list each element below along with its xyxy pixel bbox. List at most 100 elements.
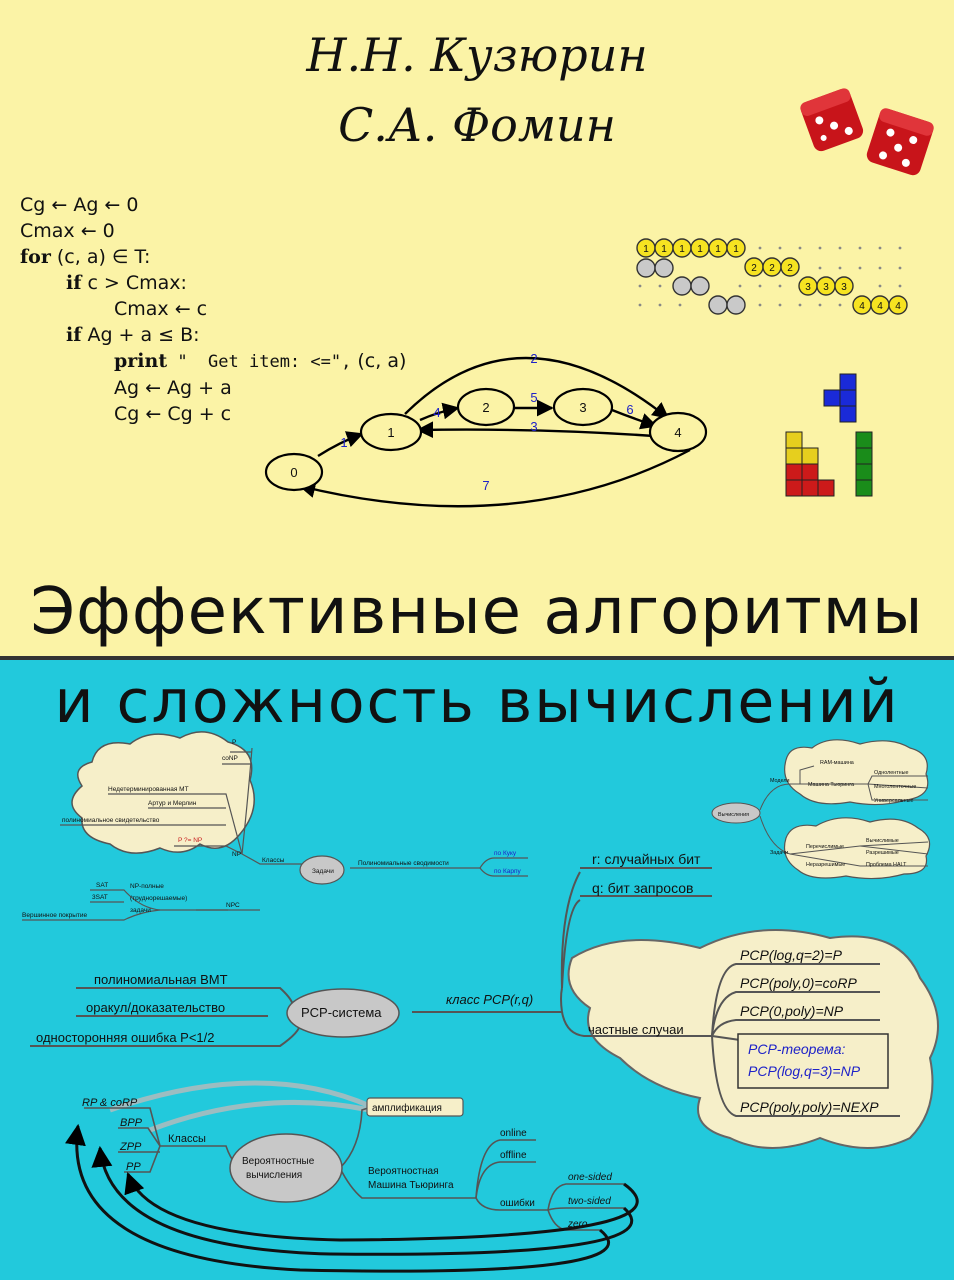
- graph-node-label: 3: [579, 400, 586, 415]
- author-1: Н.Н. Кузюрин: [306, 28, 648, 82]
- graph-edge: [298, 448, 691, 508]
- mm-label: Вычислимые: [866, 838, 899, 844]
- graph-node-label: 2: [482, 400, 489, 415]
- graph-edge-label: 3: [530, 419, 537, 434]
- mm-label: 3SAT: [92, 894, 108, 901]
- marker-label: 3: [841, 282, 847, 293]
- mm-label: PCP(poly,poly)=NEXP: [740, 1099, 879, 1115]
- mm-label: Машина Тьюринга: [368, 1180, 454, 1191]
- mm-label: Артур и Мерлин: [148, 800, 197, 807]
- mm-label: оракул/доказательство: [86, 1000, 225, 1015]
- algo-text: Ag ← Ag + a: [114, 377, 232, 399]
- graph-node: [552, 387, 614, 427]
- mm-label: (труднорешаемые): [130, 895, 187, 902]
- marker-label: 2: [751, 263, 757, 274]
- mm-label: полиномиальное свидетельство: [62, 817, 160, 824]
- graph-edge: [404, 356, 670, 420]
- mm-label: RP & coRP: [82, 1097, 138, 1109]
- mm-label: Вершинное покрытие: [22, 912, 87, 919]
- panel-divider: [0, 656, 954, 660]
- algo-text: (c, a) ∈ T:: [50, 246, 151, 268]
- marker-label: 2: [769, 263, 775, 274]
- algo-text: (c, a): [351, 350, 407, 372]
- algo-line: Cg ← Cg + c: [20, 401, 406, 427]
- mm-label: PP: [126, 1161, 141, 1173]
- mm-label: PCP-теорема:: [748, 1041, 845, 1057]
- graph-edge-label: 2: [530, 351, 537, 366]
- mm-label: односторонняя ошибка P<1/2: [36, 1030, 215, 1045]
- knapsack-schedule-icon: 1 1 1 1 1 1 2 2 2 3 3 3 4 4 4: [636, 238, 908, 315]
- mindmap-node-tasks: [299, 855, 345, 885]
- algo-line: Cmax ← c: [20, 296, 406, 322]
- marker-label: 1: [643, 244, 649, 255]
- mm-label[interactable]: по Карпу: [494, 868, 521, 875]
- mm-label: Классы: [168, 1133, 206, 1145]
- algo-line: if c > Cmax:: [20, 270, 406, 296]
- mm-label: Вероятностная: [368, 1166, 439, 1177]
- mm-label: амплификация: [372, 1102, 442, 1114]
- tetris-icon: [785, 373, 873, 497]
- mindmap-node-pcp-system: [286, 988, 400, 1038]
- graph-edge: [317, 431, 364, 458]
- mm-label[interactable]: по Куку: [494, 850, 517, 857]
- marker-label: 1: [661, 244, 667, 255]
- marker-label: 1: [697, 244, 703, 255]
- algo-line: print " Get item: <=", (c, a): [20, 348, 406, 375]
- graph-edge: [416, 421, 655, 439]
- mm-label: PCP(log,q=3)=NP: [748, 1063, 861, 1079]
- marker-label: 1: [715, 244, 721, 255]
- book-title-line-2: и сложность вычислений: [54, 667, 900, 737]
- mm-label: NP: [232, 851, 241, 858]
- mm-label: offline: [500, 1150, 527, 1161]
- mm-label: Вычисления: [718, 812, 749, 818]
- cloud-shape: [784, 739, 929, 806]
- book-title-line-1: Эффективные алгоритмы: [30, 575, 924, 649]
- mm-label: полиномиальная ВМТ: [94, 972, 228, 987]
- mm-label: NP-полные: [130, 883, 164, 890]
- mm-label: класс PCP(r,q): [446, 992, 533, 1007]
- marker-label: 3: [805, 282, 811, 293]
- mm-label: Полиномиальные сводимости: [358, 860, 449, 867]
- cover-top-panel: [0, 0, 954, 658]
- marker-label: 4: [895, 301, 901, 312]
- mindmap-node-computations: [711, 802, 761, 824]
- mm-label: q: бит запросов: [592, 880, 693, 896]
- mm-label: Однолентные: [874, 770, 909, 776]
- mm-label: ZPP: [119, 1141, 142, 1153]
- mm-label: PCP-система: [301, 1005, 382, 1020]
- mm-label: задачи: [130, 907, 151, 914]
- mm-label: Неразрешимые: [806, 862, 845, 868]
- marker-label: 4: [859, 301, 865, 312]
- graph-node: [456, 387, 516, 427]
- algo-line: Cg ← Ag ← 0: [20, 192, 406, 218]
- mm-label: P ?= NP: [178, 837, 202, 844]
- author-2: С.А. Фомин: [338, 98, 616, 152]
- mm-label: RAM-машина: [820, 760, 854, 766]
- algo-text: Cg ← Ag ← 0: [20, 194, 139, 216]
- mm-label: BPP: [120, 1117, 143, 1129]
- marker-label: 3: [823, 282, 829, 293]
- mm-label: PCP(log,q=2)=P: [740, 947, 843, 963]
- mm-label: r: случайных бит: [592, 851, 701, 867]
- algorithm-pseudocode: Cg ← Ag ← 0 Cmax ← 0 for (c, a) ∈ T: if …: [20, 192, 406, 427]
- mm-label: P: [232, 739, 236, 746]
- algo-text: Cg ← Cg + c: [114, 403, 232, 425]
- mm-label: SAT: [96, 882, 108, 889]
- mm-label: PCP(0,poly)=NP: [740, 1003, 844, 1019]
- cloud-shape: [783, 817, 931, 880]
- algo-text: c > Cmax:: [81, 272, 187, 294]
- algo-text: Cmax ← c: [114, 298, 208, 320]
- pcp-theorem-box: [737, 1033, 889, 1089]
- mindmap-diagram: P coNP Недетерминированная МТ Артур и Ме…: [22, 731, 939, 1273]
- graph-node: [359, 412, 423, 452]
- graph-node-label: 0: [290, 465, 297, 480]
- marker-label: 4: [877, 301, 883, 312]
- graph-edge: [419, 402, 460, 422]
- amplification-box: [366, 1097, 464, 1117]
- algo-line: Ag ← Ag + a: [20, 375, 406, 401]
- graph-node: [648, 411, 708, 453]
- graph-node-label: 1: [387, 425, 394, 440]
- cloud-shape: [71, 731, 255, 854]
- algo-line: Cmax ← 0: [20, 218, 406, 244]
